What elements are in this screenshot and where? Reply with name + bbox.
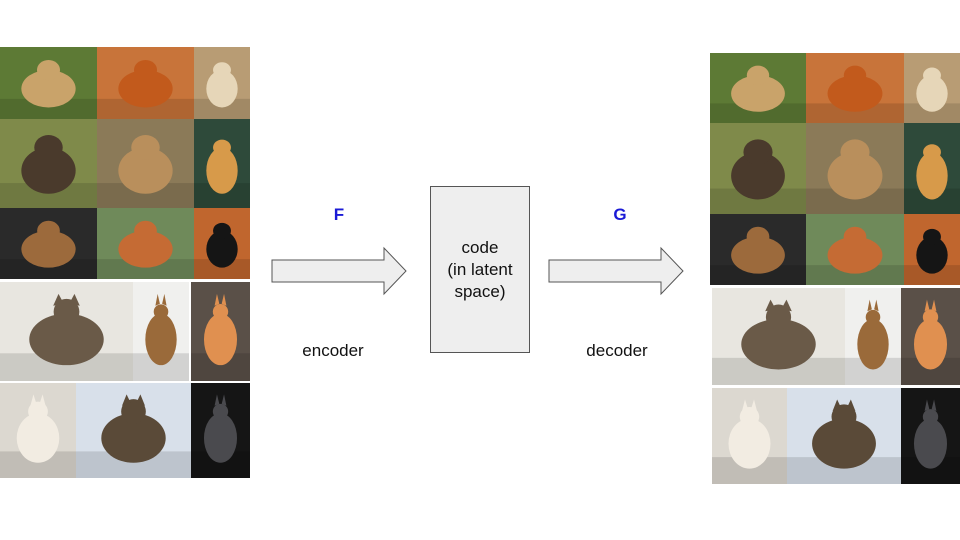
output-photo-fluffy-cream-dog [904, 53, 960, 123]
input-photo-black-newfoundland [194, 208, 250, 279]
decoder-arrow [548, 246, 684, 296]
input-photo-pomeranian [194, 119, 250, 208]
code-line-2: (in latent [447, 259, 513, 279]
output-photo-abyssinian-cat [845, 288, 901, 385]
output-photo-siamese-cat [712, 388, 787, 484]
input-photo-beagle-lying [0, 208, 97, 279]
latent-code-text: code (in latent space) [447, 237, 512, 303]
input-photo-basset-hound [97, 208, 194, 279]
code-line-1: code [461, 237, 499, 257]
input-photo-abyssinian-cat [133, 282, 189, 381]
input-photo-boxer-dog [97, 119, 194, 208]
output-photo-orange-white-cat [901, 288, 960, 385]
latent-code-box: code (in latent space) [430, 186, 530, 353]
output-photo-yorkshire-terrier [710, 123, 806, 214]
output-photo-basset-hound [806, 214, 904, 285]
input-photo-fluffy-cream-dog [194, 47, 250, 119]
decoder-symbol: G [613, 205, 627, 224]
output-photo-pomeranian [904, 123, 960, 214]
output-photo-tabby-cat-lying [712, 288, 845, 385]
input-photo-siamese-cat [0, 383, 76, 478]
output-photo-tabby-cat-in-snow [787, 388, 901, 484]
input-photo-yorkshire-terrier [0, 119, 97, 208]
output-photo-grey-cat-dark [901, 388, 960, 484]
input-photo-tabby-cat-lying [0, 282, 133, 381]
input-photo-orange-white-cat [191, 282, 250, 381]
output-photo-black-newfoundland [904, 214, 960, 285]
output-photo-red-golden-retriever [806, 53, 904, 123]
input-photo-grey-cat-dark [191, 383, 250, 478]
encoder-label: encoder [302, 341, 364, 360]
encoder-symbol: F [333, 205, 345, 224]
output-photo-golden-retriever-face [710, 53, 806, 123]
code-line-3: space) [454, 281, 506, 301]
output-photo-boxer-dog [806, 123, 904, 214]
input-photo-red-golden-retriever [97, 47, 194, 119]
input-photo-tabby-cat-in-snow [76, 383, 191, 478]
decoder-label: decoder [586, 341, 648, 360]
input-photo-golden-retriever-face [0, 47, 97, 119]
output-photo-beagle-lying [710, 214, 806, 285]
encoder-arrow [271, 246, 407, 296]
